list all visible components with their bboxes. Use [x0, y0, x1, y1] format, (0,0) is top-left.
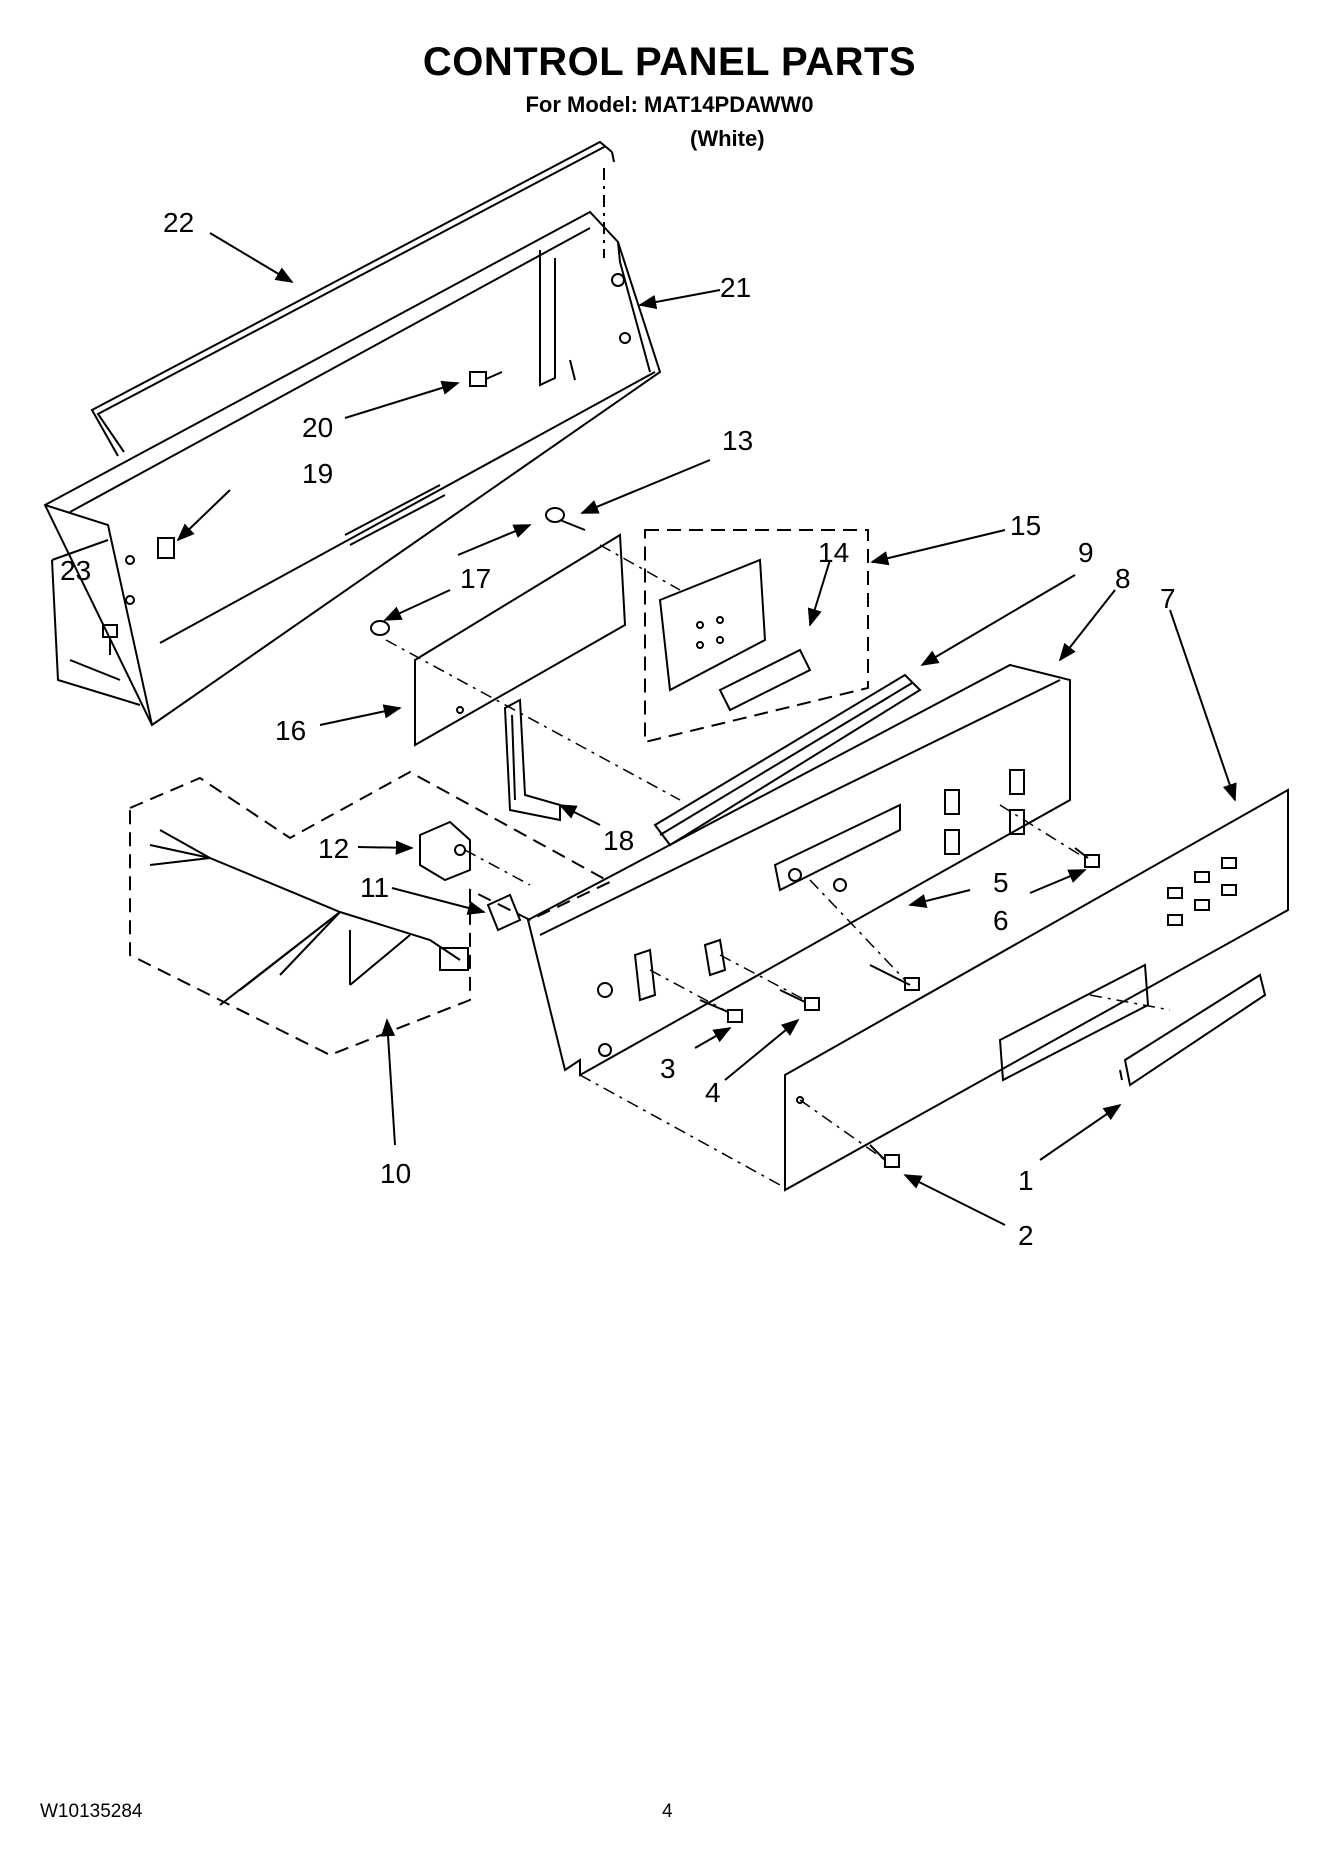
part-21-console-housing	[43, 210, 662, 727]
callout-8: 8	[1115, 563, 1131, 594]
callout-12: 12	[318, 833, 349, 864]
callout-16: 16	[275, 715, 306, 746]
callout-7: 7	[1160, 583, 1176, 614]
callout-18: 18	[603, 825, 634, 856]
part-23-screw	[102, 624, 118, 655]
callout-9: 9	[1078, 537, 1094, 568]
part-18-bracket	[503, 698, 561, 822]
callout-leaders	[176, 232, 1237, 1226]
part-17-standoff	[370, 620, 390, 636]
assembly-centerlines	[464, 544, 1171, 1186]
part-7-overlay-panel	[784, 788, 1289, 1192]
page-title: CONTROL PANEL PARTS	[422, 40, 917, 84]
document-number: W10135284	[40, 1801, 143, 1822]
part-3-screw	[699, 999, 743, 1023]
callout-5: 5	[993, 867, 1009, 898]
callout-21: 21	[720, 272, 751, 303]
part-20-screw	[469, 371, 503, 387]
part-19-clip	[157, 537, 175, 559]
part-16-circuit-board	[414, 533, 627, 747]
callout-13: 13	[722, 425, 753, 456]
part-15-assembly-box	[644, 529, 869, 744]
callout-1: 1	[1018, 1165, 1034, 1196]
callout-19: 19	[302, 458, 333, 489]
part-9-trim	[653, 673, 922, 847]
part-12-component	[419, 820, 471, 882]
part-22-rod	[90, 140, 615, 457]
part-4-screw	[779, 989, 820, 1011]
callout-20: 20	[302, 412, 333, 443]
callout-2: 2	[1018, 1220, 1034, 1251]
part-13-standoff	[545, 507, 586, 531]
part-11-switch	[486, 893, 522, 932]
part-2-screw	[869, 1144, 900, 1168]
part-10-wiring-harness	[149, 829, 469, 1006]
part-10-harness-box	[129, 770, 613, 1057]
part-5-screw	[869, 964, 920, 991]
callout-17: 17	[460, 563, 491, 594]
model-line: For Model: MAT14PDAWW0	[525, 92, 814, 117]
part-8-control-panel	[526, 663, 1071, 1077]
page-number: 4	[662, 1801, 673, 1822]
callout-14: 14	[818, 537, 849, 568]
callout-3: 3	[660, 1053, 676, 1084]
callout-23: 23	[60, 555, 91, 586]
part-1-display-lens	[1119, 973, 1267, 1087]
part-14-switch-board	[658, 558, 812, 712]
color-variant: (White)	[690, 126, 765, 151]
callout-10: 10	[380, 1158, 411, 1189]
callout-15: 15	[1010, 510, 1041, 541]
callout-4: 4	[705, 1077, 721, 1108]
callout-22: 22	[163, 207, 194, 238]
callout-6: 6	[993, 905, 1009, 936]
callout-11: 11	[360, 872, 389, 903]
part-6-screw	[1074, 847, 1100, 868]
